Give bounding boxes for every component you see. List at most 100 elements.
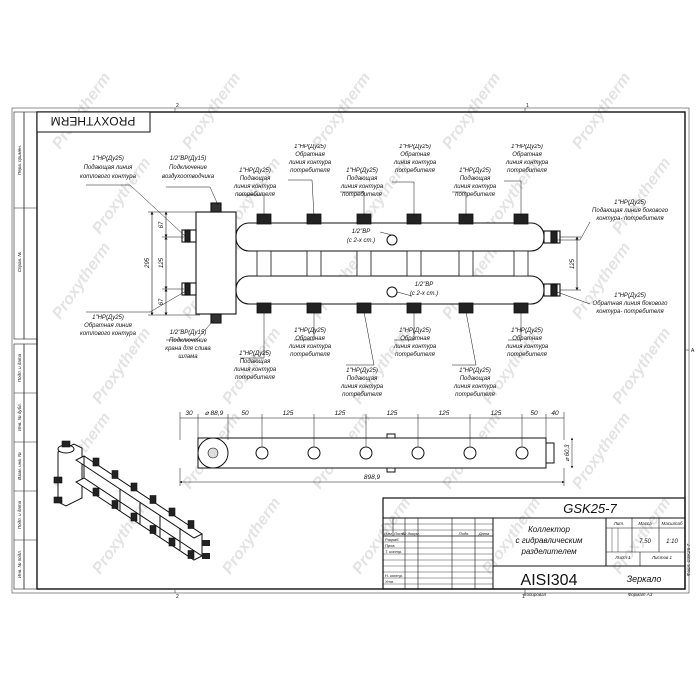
frame-zone-label: A — [691, 348, 695, 354]
svg-text:линия контура: линия контура — [393, 344, 437, 350]
left-margin-strips — [13, 111, 38, 590]
svg-text:Масштаб: Масштаб — [661, 521, 682, 526]
svg-text:(с 2-х ст.): (с 2-х ст.) — [410, 291, 438, 297]
svg-text:1"НР(Ду25): 1"НР(Ду25) — [511, 144, 543, 150]
frame-zone-label: 2 — [176, 594, 179, 600]
iso-top-nozzle — [168, 507, 176, 517]
svg-text:линия контура: линия контура — [340, 384, 384, 390]
side-label: Подп. и дата — [17, 500, 22, 529]
manifold-front-view — [197, 433, 555, 473]
svg-text:котлового контура: котлового контура — [80, 174, 137, 180]
watermark-text: Proxytherm — [569, 70, 634, 153]
svg-text:потребителя: потребителя — [235, 375, 275, 381]
svg-text:1"НР(Ду25): 1"НР(Ду25) — [239, 351, 271, 357]
svg-text:50: 50 — [530, 410, 538, 417]
title-block-header-labels: Изм Лист № докум. Подп. Дата — [384, 531, 490, 536]
product-name: Коллектор с гидравлическим разделителем — [515, 525, 583, 556]
callout-title: 1"НР(Ду25) — [92, 156, 124, 162]
watermark-text: Proxytherm — [89, 325, 154, 408]
separator-bottom-cap — [210, 313, 222, 324]
svg-text:1"НР(Ду25): 1"НР(Ду25) — [459, 368, 491, 374]
riser-tube — [458, 250, 474, 277]
dim-total-height: 295 — [145, 257, 151, 269]
watermark-text: Proxytherm — [439, 70, 504, 153]
frame-zone-label: 2 — [176, 103, 179, 109]
dim-side-diameter: ⌀ 60,3 — [565, 444, 571, 462]
riser-tube — [356, 250, 372, 277]
bottom-port-nozzle — [256, 302, 272, 314]
bottom-port-nozzle — [458, 302, 474, 314]
svg-text:потребителя: потребителя — [507, 352, 547, 358]
vertical-dimension-right — [560, 236, 581, 291]
svg-text:№ докум.: № докум. — [402, 531, 420, 536]
svg-text:⌀ 88,9: ⌀ 88,9 — [205, 410, 224, 417]
svg-text:линия контура: линия контура — [505, 160, 549, 166]
svg-text:потребителя: потребителя — [290, 352, 330, 358]
svg-text:50: 50 — [241, 410, 249, 417]
svg-text:с гидравлическим: с гидравлическим — [515, 536, 583, 545]
svg-text:Масса: Масса — [638, 521, 652, 526]
svg-text:125: 125 — [491, 410, 502, 417]
iso-end-nozzle — [202, 553, 210, 559]
sensor-port-bottom — [386, 286, 398, 298]
horizontal-dimensions — [179, 412, 574, 486]
svg-text:Обратная: Обратная — [512, 336, 542, 342]
svg-text:1"НР(Ду25): 1"НР(Ду25) — [92, 315, 124, 321]
vertical-dimensions-left — [148, 211, 200, 316]
proxytherm-stamp: PROXYTHERM — [36, 111, 151, 133]
svg-text:1/2"ВР(Ду15): 1/2"ВР(Ду15) — [170, 156, 206, 162]
svg-text:1/2"ВР: 1/2"ВР — [415, 282, 433, 288]
svg-text:Обратная линия бокового: Обратная линия бокового — [593, 301, 669, 307]
svg-text:Подающая: Подающая — [240, 176, 271, 182]
iso-top-nozzle — [187, 520, 195, 529]
scale-value: 1:10 — [666, 539, 678, 545]
riser-tube — [256, 250, 272, 277]
riser-tube — [513, 250, 529, 277]
svg-text:Пров.: Пров. — [385, 543, 396, 548]
svg-text:1"НР(Ду25): 1"НР(Ду25) — [399, 328, 431, 334]
svg-text:линия контура: линия контура — [288, 344, 332, 350]
side-label: Справ. № — [17, 252, 22, 273]
iso-bottom-nozzle — [168, 537, 176, 547]
svg-text:Т. контр.: Т. контр. — [385, 549, 402, 554]
front-port-hole — [515, 446, 529, 460]
svg-text:Обратная: Обратная — [295, 152, 325, 158]
svg-text:Подающая: Подающая — [240, 359, 271, 365]
port-nozzles — [256, 213, 529, 314]
frame-zone-label: 1 — [526, 103, 529, 109]
variant-label: Зеркало — [627, 574, 662, 584]
title-block-meta: Лит. Масса Масштаб Лист 1 Листов 1 Копир… — [524, 521, 683, 597]
svg-text:125: 125 — [387, 410, 398, 417]
mass-value: 7.50 — [639, 539, 651, 545]
front-port-hole — [359, 446, 373, 460]
front-port-hole — [255, 446, 269, 460]
side-label: Перв. примен. — [17, 145, 22, 175]
callout-leader-lines — [86, 179, 591, 366]
svg-text:Подающая: Подающая — [347, 176, 378, 182]
svg-text:1"НР(Ду25): 1"НР(Ду25) — [511, 328, 543, 334]
svg-text:линия контура: линия контура — [393, 160, 437, 166]
svg-text:898,9: 898,9 — [364, 474, 381, 481]
iso-side-nozzle — [61, 440, 71, 448]
front-view-port-holes — [255, 446, 529, 460]
svg-text:1/2"ВР(Ду15): 1/2"ВР(Ду15) — [170, 330, 206, 336]
isometric-view — [57, 443, 203, 561]
svg-text:котлового контура: котлового контура — [80, 331, 137, 337]
svg-text:Разраб.: Разраб. — [385, 537, 399, 542]
svg-text:1"НР(Ду25): 1"НР(Ду25) — [346, 368, 378, 374]
svg-text:линия контура: линия контура — [340, 184, 384, 190]
front-port-hole — [463, 446, 477, 460]
dim-top-offset: 67 — [159, 221, 165, 228]
riser-tube — [406, 250, 422, 277]
svg-text:Дата: Дата — [478, 531, 490, 536]
svg-text:линия контура: линия контура — [288, 160, 332, 166]
svg-text:линия контура: линия контура — [453, 184, 497, 190]
bottom-port-nozzle — [306, 302, 322, 314]
watermark-text: Proxytherm — [609, 325, 674, 408]
iso-top-nozzle — [130, 482, 138, 492]
svg-text:Подключение: Подключение — [169, 338, 208, 344]
sensor-port-top — [386, 234, 398, 246]
horizontal-dimension-values: 30 ⌀ 88,9 50 125 125 125 125 125 50 40 8… — [185, 410, 559, 481]
svg-text:Копировал: Копировал — [524, 592, 547, 597]
